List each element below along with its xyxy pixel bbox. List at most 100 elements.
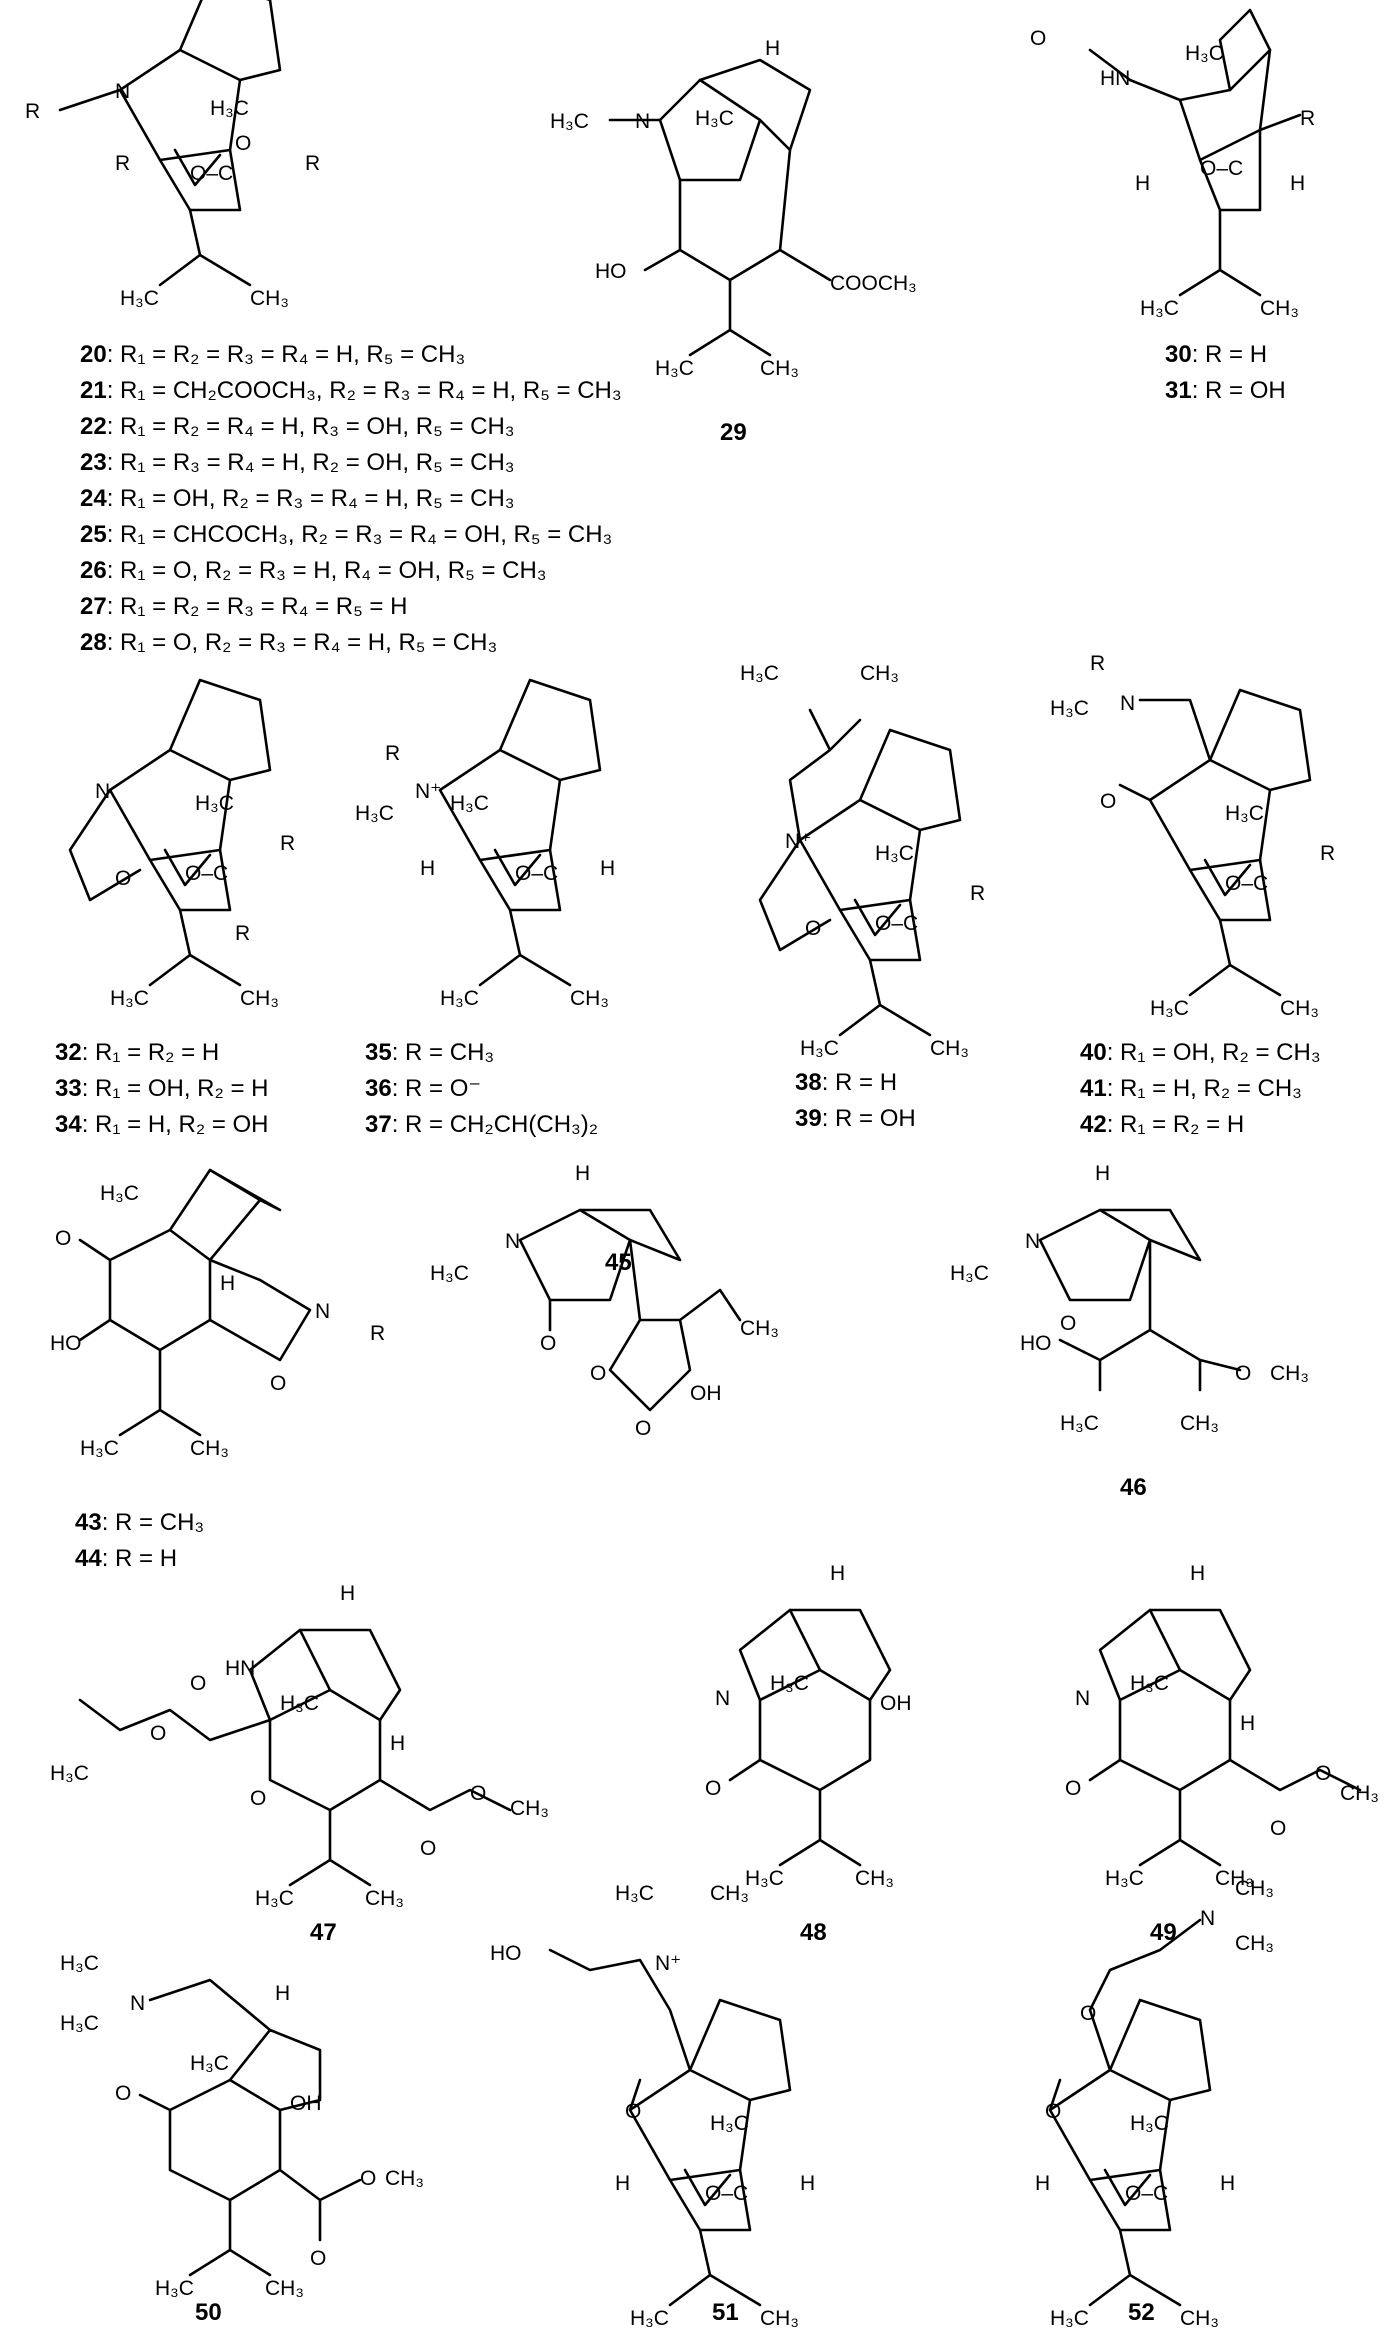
atom-H: H [1290,172,1305,195]
atom-H3C: H₃C [210,97,249,120]
atom-H3C: H₃C [875,842,914,865]
svg-text:42: R₁ = R₂ = H: 42: R₁ = R₂ = H [1080,1111,1244,1138]
atom-CH3: CH₃ [265,2277,304,2300]
svg-text:41: R₁ = H, R₂ = CH₃: 41: R₁ = H, R₂ = CH₃ [1080,1075,1302,1102]
atom-HN: HN [225,1657,255,1680]
atom-N: N [1120,692,1135,715]
legend-20-28: 20: R₁ = R₂ = R₃ = R₄ = H, R₅ = CH₃ 21: … [80,341,622,656]
atom-O: O [1315,1762,1331,1785]
atom-H3C: H₃C [450,792,489,815]
atom-OC: O–C [515,862,558,885]
structure-50: N H₃C H₃C O H₃C OH O CH₃ O H₃C CH₃ H [60,1952,424,2300]
atom-CH3: CH₃ [710,1882,749,1905]
atom-N: N [115,80,130,103]
atom-OC: O–C [1225,872,1268,895]
atom-R2: R [235,922,250,945]
atom-HN: HN [1100,67,1130,90]
atom-N: N [315,1300,330,1323]
atom-H3C: H₃C [550,110,589,133]
atom-OH: OH [880,1692,912,1715]
atom-H3C: H₃C [100,1182,139,1205]
atom-R3: R [305,152,320,175]
atom-H: H [275,1982,290,2005]
atom-CH3: CH₃ [1270,1362,1309,1385]
atom-O: O [805,917,821,940]
atom-R: R [385,742,400,765]
atom-CH3: CH₃ [1280,997,1319,1020]
atom-R: R [970,882,985,905]
structure-49: N O H₃C H O O CH₃ H₃C CH₃ H [1065,1562,1379,1890]
svg-text:32: R₁ = R₂ = H: 32: R₁ = R₂ = H [55,1039,219,1066]
atom-H: H [1190,1562,1205,1585]
structure-20-28: N R R R R R H₃C O O–C H₃C CH₃ [25,0,320,310]
structure-46: N H₃C O HO O CH₃ H H₃C CH₃ [950,1162,1309,1435]
atom-O: O [1045,2100,1061,2123]
svg-text:22: R₁ = R₂ = R₄ = H, R₃ = OH,: 22: R₁ = R₂ = R₄ = H, R₃ = OH, R₅ = CH₃ [80,413,515,440]
atom-CH3: CH₃ [1235,1932,1274,1955]
atom-H3C: H₃C [745,1867,784,1890]
atom-Nplus: N⁺ [655,1952,681,1975]
atom-H3C: H₃C [1050,2307,1089,2330]
structure-30-31: O HN H₃C R H H O–C H₃C CH₃ [1030,8,1315,320]
structure-51: O N⁺ H₃C CH₃ HO H₃C H H O–C H₃C CH₃ [490,1882,815,2330]
atom-R: R [370,1322,385,1345]
atom-R5: R [25,100,40,123]
svg-text:21: R₁ = CH₂COOCH₃, R₂ = R₃ =: 21: R₁ = CH₂COOCH₃, R₂ = R₃ = R₄ = H, R₅… [80,377,622,404]
atom-O: O [115,2082,131,2105]
atom-H: H [220,1272,235,1295]
atom-O: O [250,1787,266,1810]
atom-O: O [55,1227,71,1250]
atom-R2: R [115,152,130,175]
compound-number-48: 48 [800,1919,827,1946]
atom-CH3: CH₃ [740,1317,779,1340]
atom-H: H [420,857,435,880]
atom-OC: O–C [705,2182,748,2205]
atom-H3C: H₃C [50,1762,89,1785]
svg-text:38: R = H: 38: R = H [795,1069,897,1096]
atom-H: H [1135,172,1150,195]
atom-OC: O–C [1200,157,1243,180]
atom-H3C: H₃C [355,802,394,825]
legend-32-34: 32: R₁ = R₂ = H 33: R₁ = OH, R₂ = H 34: … [55,1039,269,1138]
structure-43-44: O H₃C HO H N R O H₃C CH₃ [50,1168,385,1460]
atom-H: H [800,2172,815,2195]
svg-text:26: R₁ = O, R₂ = R₃ = H, R₄ =: 26: R₁ = O, R₂ = R₃ = H, R₄ = OH, R₅ = C… [80,557,547,584]
atom-H3C: H₃C [1060,1412,1099,1435]
atom-H3C: H₃C [280,1692,319,1715]
atom-CH3: CH₃ [1235,1877,1274,1900]
atom-H3C: H₃C [710,2112,749,2135]
atom-H: H [575,1162,590,1185]
atom-O: O [270,1372,286,1395]
atom-O: O [635,1417,651,1440]
atom-H3C: H₃C [430,1262,469,1285]
atom-N: N [635,110,650,133]
atom-CH3: CH₃ [190,1437,229,1460]
structure-45: N H₃C O O O OH CH₃ H 45 [430,1162,779,1440]
atom-OC: O–C [190,162,233,185]
structure-48: N O H₃C OH H₃C CH₃ H [705,1562,912,1890]
atom-N: N [715,1687,730,1710]
atom-O: O [705,1777,721,1800]
atom-OC: O–C [875,912,918,935]
structure-38-39: N⁺ H₃C CH₃ O H₃C R O–C H₃C CH₃ [740,662,985,1060]
atom-H: H [1035,2172,1050,2195]
atom-CH3: CH₃ [240,987,279,1010]
structure-29: N H₃C HO COOCH₃ H₃C CH₃ H H₃C 29 [550,37,917,446]
svg-text:33: R₁ = OH, R₂ = H: 33: R₁ = OH, R₂ = H [55,1075,269,1102]
atom-H3C: H₃C [120,287,159,310]
atom-H: H [1095,1162,1110,1185]
svg-text:23: R₁ = R₃ = R₄ = H, R₂ = OH,: 23: R₁ = R₃ = R₄ = H, R₂ = OH, R₅ = CH₃ [80,449,515,476]
atom-CH3: CH₃ [855,1867,894,1890]
atom-OH: OH [690,1382,722,1405]
legend-35-37: 35: R = CH₃ 36: R = O⁻ 37: R = CH₂CH(CH₃… [365,1039,598,1138]
atom-H3C: H₃C [1150,997,1189,1020]
atom-H3C: H₃C [190,2052,229,2075]
atom-CH3: CH₃ [1215,1867,1254,1890]
compound-number-50: 50 [195,2299,222,2326]
atom-OC: O–C [1125,2182,1168,2205]
atom-R1: R [280,832,295,855]
atom-CH3: CH₃ [760,2307,799,2330]
atom-CH3: CH₃ [385,2167,424,2190]
atom-Nplus: N⁺ [415,780,441,803]
